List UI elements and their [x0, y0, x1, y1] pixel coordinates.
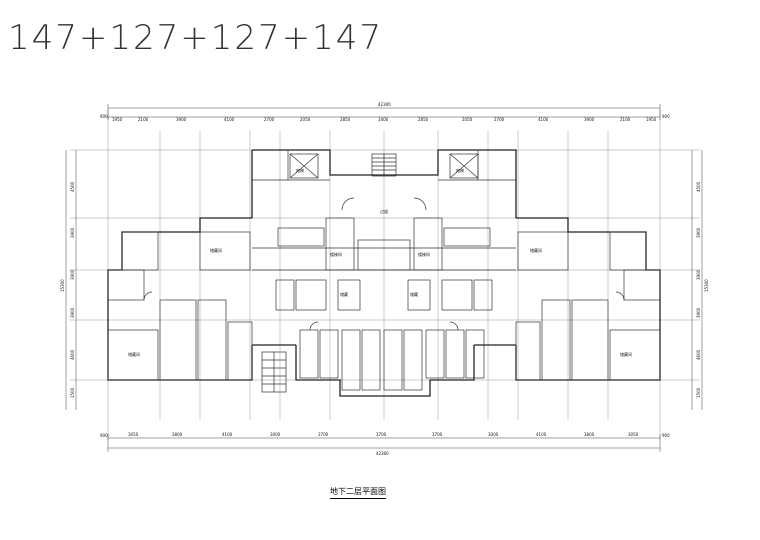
top-dim: 4100 [538, 117, 549, 122]
axis-grid [70, 110, 700, 440]
right-overall-dim: 15300 [704, 279, 709, 292]
plan-caption: 地下二层平面图 [330, 486, 386, 499]
right-dim: 3900 [696, 307, 701, 318]
top-dim: 1950 [112, 117, 123, 122]
top-dim: 4100 [224, 117, 235, 122]
room-label: 储藏间 [620, 351, 632, 357]
bottom-dim: 4100 [536, 432, 547, 437]
left-dim: 4600 [70, 349, 75, 360]
bottom-dim: 3000 [488, 432, 499, 437]
storage-label: 储藏 [410, 291, 418, 297]
corner-label: 900 [100, 433, 108, 438]
elevator-label: 电梯 [456, 167, 464, 173]
storage-label: 储藏 [340, 291, 348, 297]
top-dim: 3900 [176, 117, 187, 122]
building-walls [107, 149, 661, 397]
bottom-dim: 3800 [172, 432, 183, 437]
elevator-label: 电梯 [296, 167, 304, 173]
room-label: 储藏间 [210, 247, 222, 253]
bottom-dimension-chain: 900 900 3050 3800 4100 3000 3700 3700 37… [100, 432, 670, 456]
top-dim: 2700 [494, 117, 505, 122]
top-dim: 3900 [584, 117, 595, 122]
top-overall-dim: 42300 [378, 102, 391, 107]
top-dim: 1950 [646, 117, 657, 122]
left-overall-dim: 15300 [60, 279, 65, 292]
right-dim: 4600 [696, 349, 701, 360]
bottom-dim: 3800 [584, 432, 595, 437]
top-dim: 2050 [300, 117, 311, 122]
corner-label: 900 [100, 114, 108, 119]
stair-label: 楼梯间 [330, 251, 342, 257]
top-dimension-chain: 42300 900 900 1950 2100 3900 4100 2700 2… [100, 102, 670, 122]
top-dim: 2100 [620, 117, 631, 122]
top-dim: 2100 [138, 117, 149, 122]
bottom-dim: 3700 [432, 432, 443, 437]
stair-label: 楼梯间 [418, 251, 430, 257]
right-dimension-chain: 4500 3900 3900 3900 4600 1500 15300 [691, 150, 709, 410]
room-label: 储藏间 [530, 247, 542, 253]
left-dim: 4500 [70, 181, 75, 192]
right-dim: 3900 [696, 227, 701, 238]
room-labels: 过道 电梯 电梯 楼梯间 楼梯间 储藏 储藏 储藏间 储藏间 储藏间 储藏间 [128, 167, 632, 357]
page-title: 147+127+127+147 [8, 18, 384, 58]
bottom-dim: 4100 [222, 432, 233, 437]
corner-label: 900 [662, 114, 670, 119]
bottom-dim: 3700 [376, 432, 387, 437]
left-dim: 1500 [70, 387, 75, 398]
bottom-dim: 3050 [128, 432, 139, 437]
left-dim: 3900 [70, 227, 75, 238]
left-dim: 3900 [70, 269, 75, 280]
left-dimension-chain: 4500 3900 3900 3900 4600 1500 15300 [60, 150, 77, 410]
corner-label: 900 [662, 433, 670, 438]
bottom-dim: 3050 [628, 432, 639, 437]
right-dim: 4500 [696, 181, 701, 192]
right-dim: 3900 [696, 269, 701, 280]
top-dim: 2850 [418, 117, 429, 122]
top-dim: 3400 [378, 117, 389, 122]
top-dim: 2700 [264, 117, 275, 122]
right-dim: 1500 [696, 387, 701, 398]
top-dim: 2850 [340, 117, 351, 122]
bottom-overall-dim: 42300 [376, 451, 389, 456]
room-label: 储藏间 [128, 351, 140, 357]
top-dim: 2050 [462, 117, 473, 122]
bottom-dim: 3700 [318, 432, 329, 437]
bottom-dim: 3000 [270, 432, 281, 437]
corridor-label: 过道 [380, 208, 388, 214]
left-dim: 3900 [70, 307, 75, 318]
